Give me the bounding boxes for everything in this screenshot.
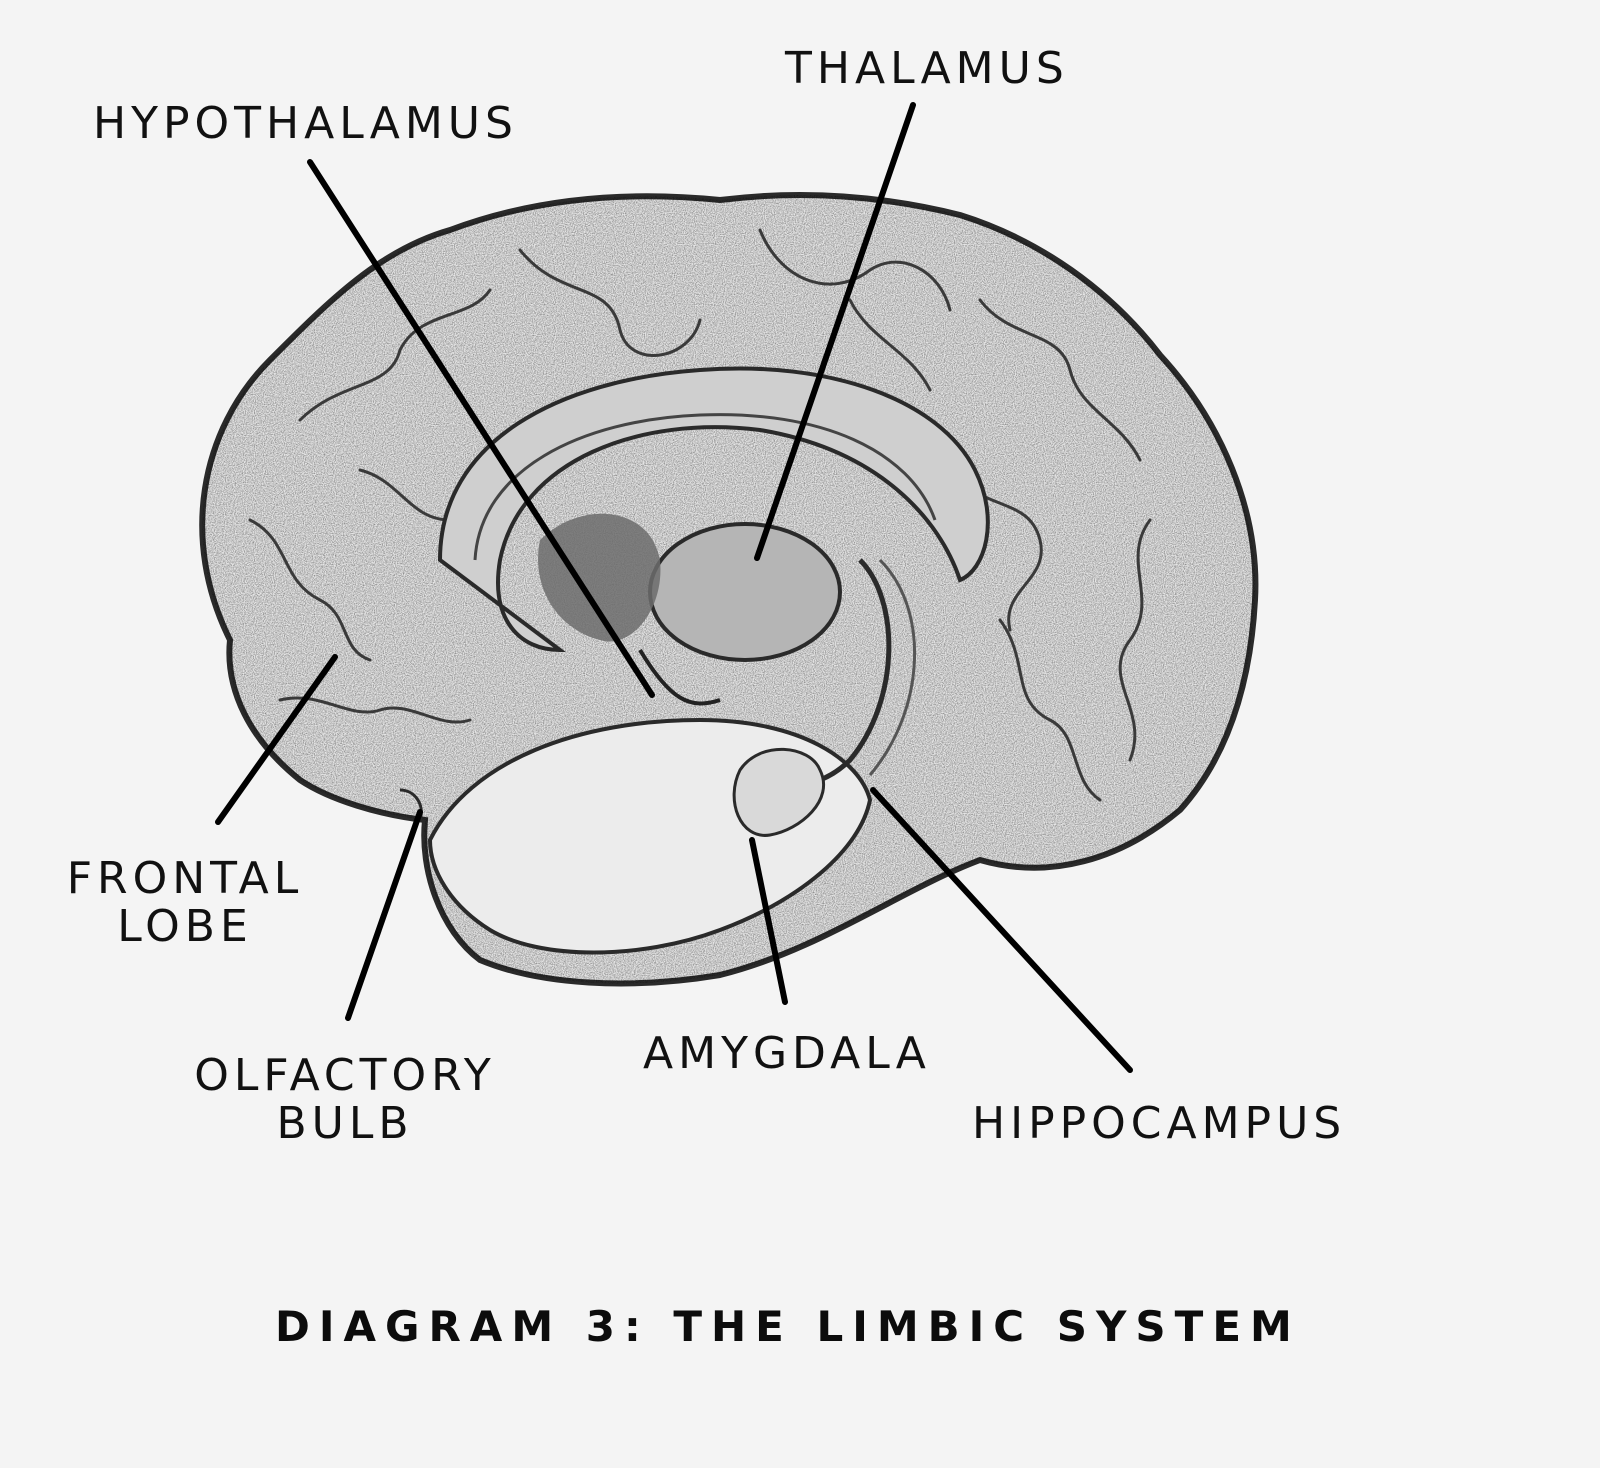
cortex-folds (248, 228, 1152, 894)
leader-line-frontal-lobe (215, 654, 338, 825)
diagram-caption: DIAGRAM 3: THE LIMBIC SYSTEM (275, 1302, 1301, 1351)
leader-line-olfactory-bulb (345, 809, 423, 1021)
leader-lines (215, 102, 1133, 1073)
label-thalamus: THALAMUS (785, 43, 1069, 94)
label-hippocampus: HIPPOCAMPUS (972, 1098, 1347, 1149)
leader-line-hippocampus (870, 787, 1133, 1073)
leader-line-thalamus (754, 102, 916, 561)
leader-line-amygdala (749, 837, 788, 1005)
amygdala-structure (732, 747, 826, 837)
leader-line-hypothalamus (307, 159, 655, 698)
label-frontal-lobe: FRONTAL LOBE (66, 853, 304, 952)
label-hypothalamus: HYPOTHALAMUS (93, 98, 518, 149)
thalamus-structure (648, 522, 842, 662)
label-olfactory-bulb: OLFACTORY BULB (194, 1050, 496, 1149)
limbic-structures (399, 366, 990, 955)
label-amygdala: AMYGDALA (643, 1028, 931, 1079)
